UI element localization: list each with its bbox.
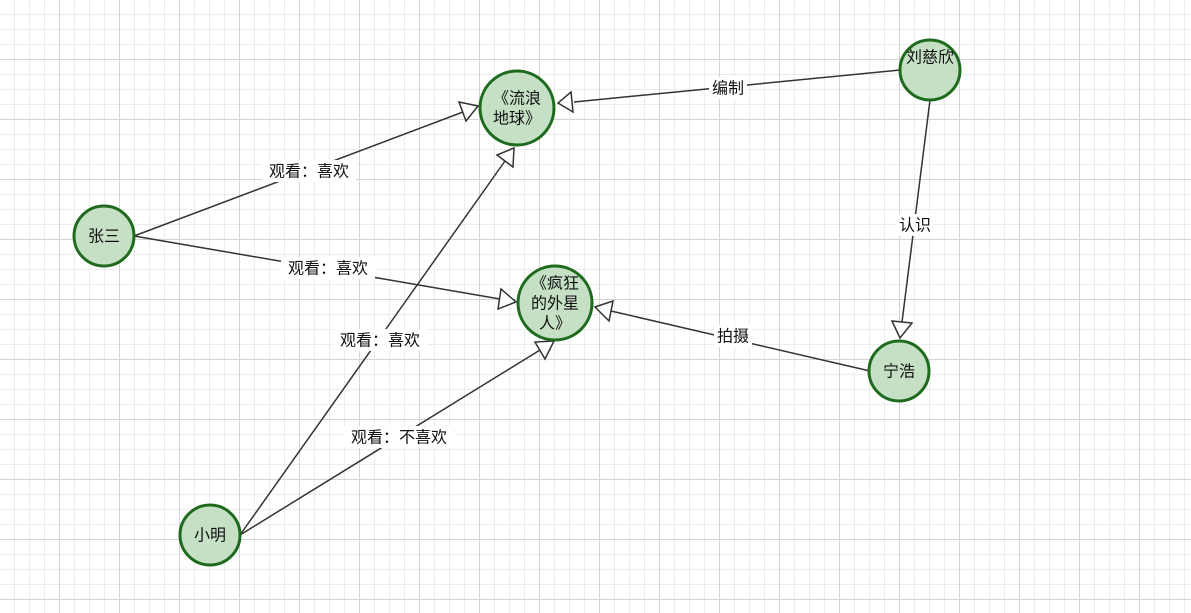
- edge-label-text: 观看：喜欢: [340, 331, 420, 350]
- edge-label-ninghao-crazy-alien: 拍摄: [714, 325, 752, 347]
- arrowhead-ninghao-crazy-alien: [593, 299, 614, 323]
- arrowhead-zhangsan-wandering-earth: [457, 100, 480, 123]
- edge-label-text: 认识: [899, 216, 931, 235]
- edge-line-liucixin-ninghao: [901, 99, 931, 323]
- arrowhead-zhangsan-crazy-alien: [497, 287, 518, 311]
- edge-label-zhangsan-crazy-alien: 观看：喜欢: [281, 257, 375, 279]
- node-label: 小明: [194, 526, 226, 545]
- node-zhangsan[interactable]: 张三: [72, 204, 136, 268]
- node-label: 宁浩: [883, 362, 915, 381]
- edge-label-xiaoming-crazy-alien: 观看：不喜欢: [343, 426, 455, 448]
- node-wandering-earth[interactable]: 《流浪 地球》: [478, 69, 556, 147]
- edge-label-liucixin-ninghao: 认识: [896, 214, 934, 236]
- node-label: 张三: [88, 227, 120, 246]
- arrowhead-liucixin-wandering-earth: [556, 90, 574, 114]
- arrowhead-xiaoming-crazy-alien: [533, 340, 556, 361]
- node-label: 刘慈欣: [906, 48, 954, 67]
- edge-label-liucixin-wandering-earth: 编制: [709, 77, 747, 99]
- edge-label-text: 观看：喜欢: [288, 259, 368, 278]
- node-liucixin[interactable]: 刘慈欣: [898, 38, 962, 102]
- node-xiaoming[interactable]: 小明: [178, 503, 242, 567]
- edge-label-text: 编制: [712, 79, 744, 98]
- node-label-line: 人》: [539, 314, 571, 333]
- node-crazy-alien[interactable]: 《疯狂 的外星 人》: [516, 264, 594, 342]
- node-ninghao[interactable]: 宁浩: [867, 339, 931, 403]
- node-label-line: 《流浪: [493, 89, 541, 108]
- edge-label-zhangsan-wandering-earth: 观看：喜欢: [262, 160, 356, 182]
- node-label-line: 《疯狂: [531, 274, 579, 293]
- edge-label-xiaoming-wandering-earth: 观看：喜欢: [333, 329, 427, 351]
- edge-label-text: 观看：不喜欢: [351, 428, 447, 447]
- node-label-line: 的外星: [531, 294, 579, 313]
- arrowhead-xiaoming-wandering-earth: [495, 146, 515, 169]
- edge-label-text: 观看：喜欢: [269, 162, 349, 181]
- arrowhead-liucixin-ninghao: [890, 320, 914, 340]
- node-label-line: 地球》: [493, 109, 541, 128]
- edge-label-text: 拍摄: [717, 327, 749, 346]
